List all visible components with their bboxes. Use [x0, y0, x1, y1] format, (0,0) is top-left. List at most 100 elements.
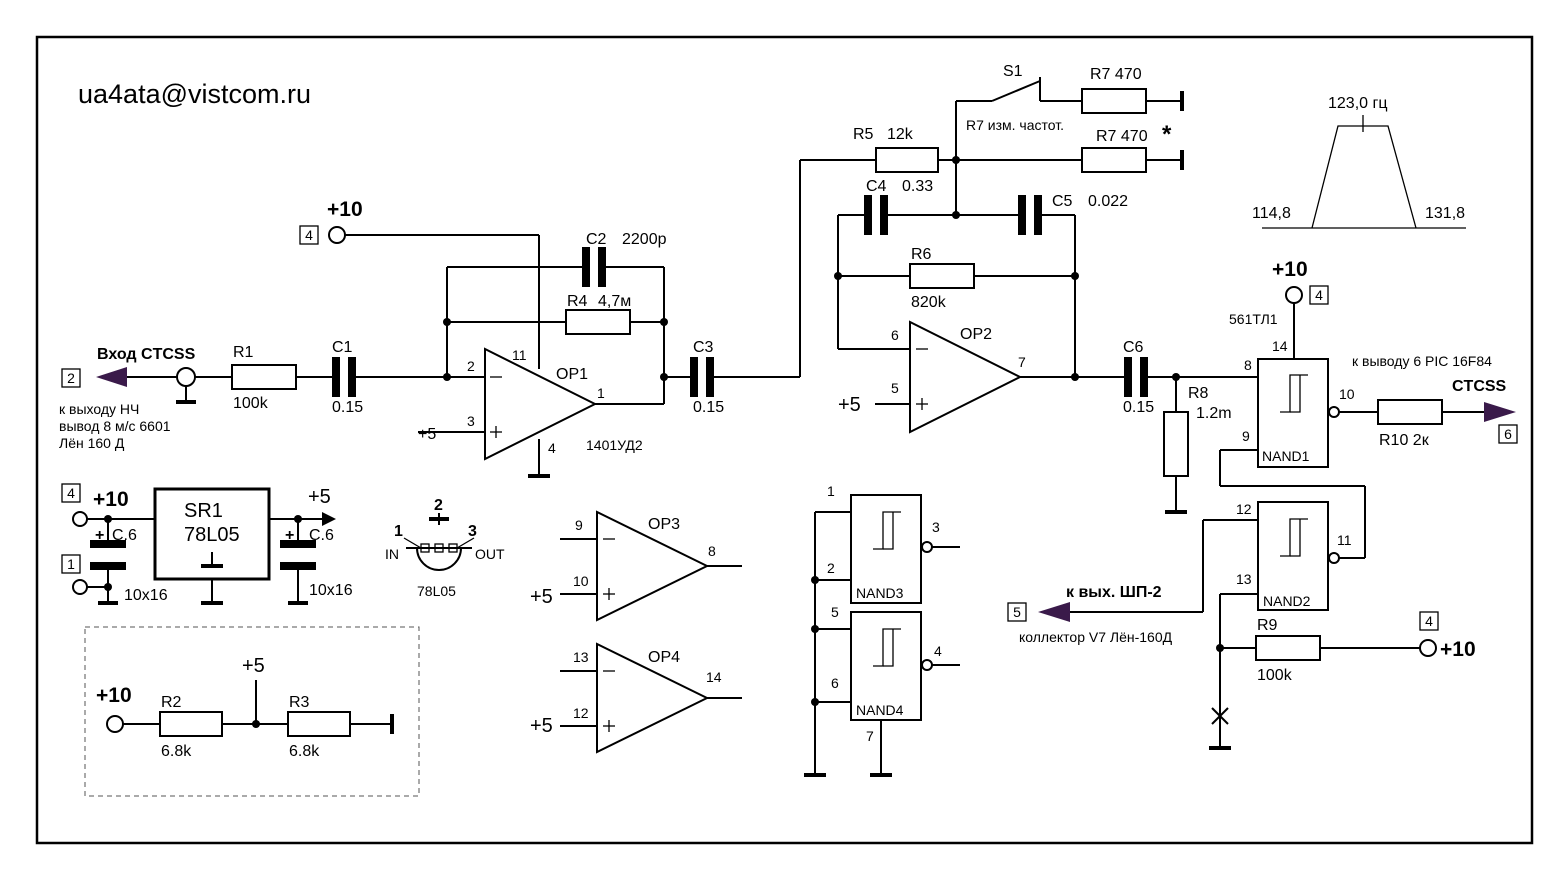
r1-label: R1	[233, 344, 254, 361]
r9-value: 100k	[1257, 667, 1293, 684]
r1-resistor	[231, 364, 297, 390]
freq-low: 114,8	[1252, 205, 1291, 222]
supply-pin4: 4	[67, 485, 75, 501]
nand1-plus10: +10	[1272, 258, 1308, 281]
c4-value: 0.33	[902, 178, 933, 195]
output-note: к выводу 6 PIC 16F84	[1352, 353, 1492, 369]
r7a-label: R7 470	[1090, 66, 1142, 83]
op2-plus5: +5	[838, 394, 861, 416]
op1-label: OP1	[556, 366, 588, 383]
divider-plus10: +10	[96, 684, 132, 707]
divider-box	[84, 626, 420, 797]
pinout-pin3: 3	[468, 523, 477, 540]
nand3-pin-in1: 1	[827, 483, 835, 499]
op3-opamp	[596, 510, 710, 622]
pinout-pin1: 1	[394, 523, 403, 540]
r8-value: 1.2m	[1196, 405, 1232, 422]
r7b-resistor	[1081, 147, 1147, 173]
nand2-pin-out: 11	[1337, 532, 1352, 548]
r3-resistor	[287, 711, 351, 737]
shp-label: к вых. ШП-2	[1066, 584, 1162, 601]
c2-value: 2200p	[622, 231, 667, 248]
r8-resistor	[1163, 411, 1189, 477]
c6-capacitor	[1124, 357, 1132, 397]
op1-pin-plus: 3	[467, 413, 475, 429]
op2-pin-minus: 6	[891, 327, 899, 343]
c5-label: C5	[1052, 193, 1073, 210]
op2-opamp	[909, 320, 1023, 434]
pinout-in: IN	[385, 546, 399, 562]
r5-resistor	[875, 147, 939, 173]
nand4-gate	[850, 611, 922, 721]
c5-capacitor	[1018, 195, 1026, 235]
nand1-label: NAND1	[1262, 448, 1310, 464]
r7a-resistor	[1081, 88, 1147, 114]
c6-label: C6	[1123, 339, 1144, 356]
supply-cap2-plus: +	[285, 527, 294, 544]
supply-pin1: 1	[67, 556, 75, 572]
r5-value: 12k	[887, 126, 914, 143]
nand1-pin-out: 10	[1339, 386, 1355, 402]
r4-label: R4	[567, 293, 588, 310]
c1-capacitor	[332, 357, 340, 397]
r6-value: 820k	[911, 294, 947, 311]
r10-resistor	[1377, 399, 1443, 425]
nand4-label: NAND4	[856, 702, 904, 718]
c3-value: 0.15	[693, 399, 724, 416]
nand1-part: 561ТЛ1	[1229, 311, 1278, 327]
r7b-label: R7 470	[1096, 128, 1148, 145]
r1-value: 100k	[233, 395, 269, 412]
output-arrow-icon	[1484, 402, 1516, 422]
input-note-1: к выходу НЧ	[59, 401, 139, 417]
s1-switch	[991, 80, 1041, 102]
nand1-pin4-box: 4	[1315, 287, 1323, 303]
op2-pin-out: 7	[1018, 354, 1026, 370]
nand2-gate	[1257, 501, 1329, 611]
nand1-pin-in2: 9	[1242, 428, 1250, 444]
plus10-terminal-icon	[328, 226, 346, 244]
op1-rail-pin: 4	[305, 227, 313, 243]
op4-label: OP4	[648, 649, 680, 666]
op1-pin-gnd: 4	[548, 440, 556, 456]
input-note-2: вывод 8 м/с 6601	[59, 418, 171, 434]
supply-cap1	[90, 540, 126, 548]
r9-resistor	[1255, 635, 1321, 661]
c3-capacitor	[690, 357, 698, 397]
op2-pin-plus: 5	[891, 380, 899, 396]
freq-trapezoid	[1311, 125, 1417, 229]
nand2-label: NAND2	[1263, 593, 1311, 609]
op3-pin-minus: 9	[575, 517, 583, 533]
r9-plus10-terminal-icon	[1419, 639, 1437, 657]
shp-arrow-icon	[1038, 602, 1070, 622]
r2-value: 6.8k	[161, 743, 192, 760]
freq-center: 123,0 гц	[1328, 95, 1387, 112]
r6-label: R6	[911, 246, 932, 263]
output-pin: 6	[1504, 426, 1512, 442]
supply-cap2-value: С.6	[309, 527, 334, 544]
nand4-pin-gnd: 7	[866, 728, 874, 744]
op1-pin-minus: 2	[467, 358, 475, 374]
nand2-pin-in2: 13	[1236, 571, 1252, 587]
c4-capacitor	[864, 195, 872, 235]
op3-pin-plus: 10	[573, 573, 589, 589]
c1-value: 0.15	[332, 399, 363, 416]
op1-part: 1401УД2	[586, 437, 643, 453]
output-label: CTCSS	[1452, 378, 1507, 395]
r8-label: R8	[1188, 385, 1209, 402]
op3-plus5: +5	[530, 586, 553, 608]
shp-pin: 5	[1013, 604, 1021, 620]
r4-resistor	[565, 309, 631, 335]
shp-note: коллектор V7 Лён-160Д	[1019, 629, 1173, 645]
c4-label: C4	[866, 178, 887, 195]
op1-pin-out: 1	[597, 385, 605, 401]
nand4-pin-in2: 6	[831, 675, 839, 691]
supply-cap2	[280, 540, 316, 548]
input-pin-number: 2	[67, 370, 75, 386]
op4-pin-out: 14	[706, 669, 722, 685]
c3-label: C3	[693, 339, 714, 356]
nand3-gate	[850, 494, 922, 604]
c2-capacitor	[582, 247, 590, 287]
nand3-label: NAND3	[856, 585, 904, 601]
op1-opamp	[484, 347, 598, 461]
